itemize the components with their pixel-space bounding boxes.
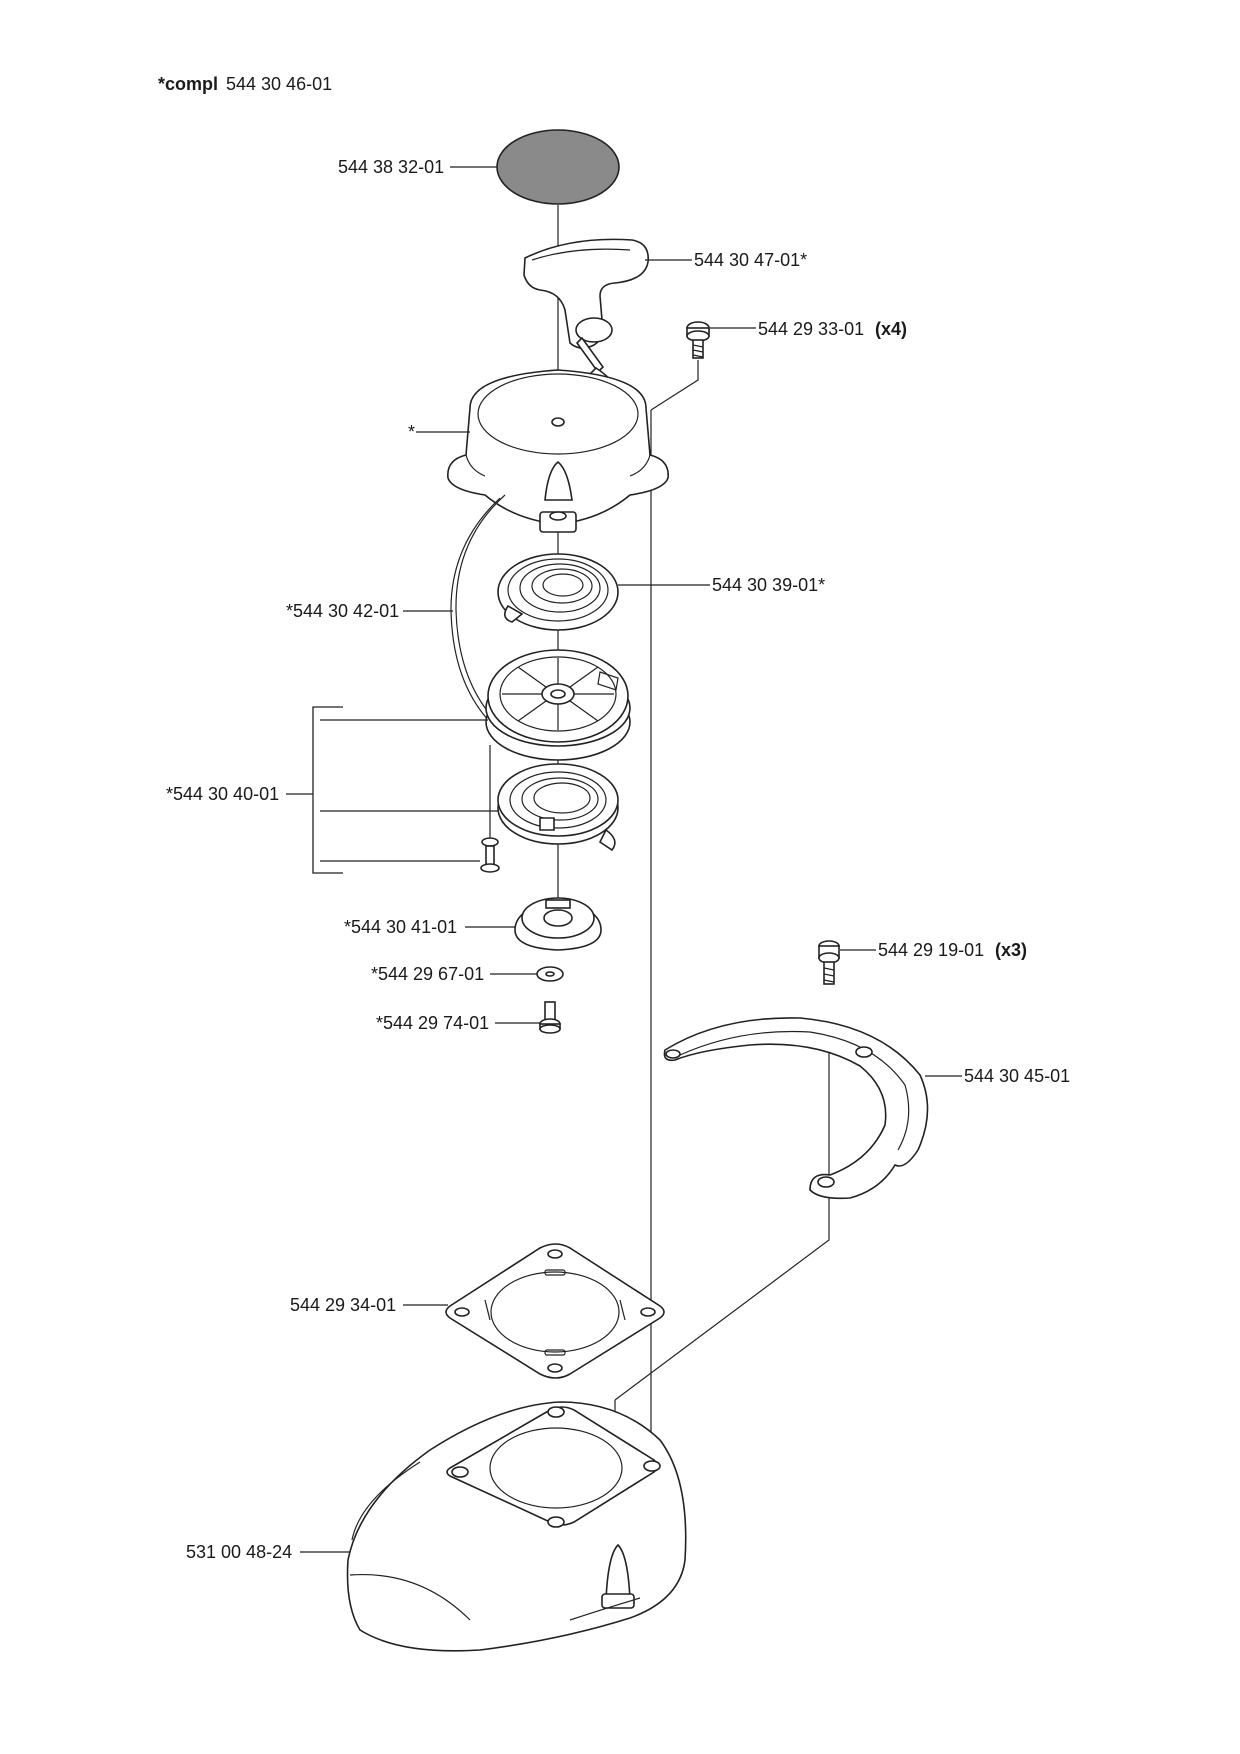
screw-right-label: 544 29 19-01	[878, 940, 984, 960]
screw-right-part	[818, 940, 840, 985]
screw-top-part	[686, 321, 710, 359]
rope-label: *544 30 42-01	[286, 601, 399, 621]
cover-part	[346, 1401, 687, 1652]
right-axis-top-bend	[650, 360, 699, 411]
lower-spring-part	[497, 763, 619, 852]
bracket-label: 544 30 45-01	[964, 1066, 1070, 1086]
cap-disc-label: 544 38 32-01	[338, 157, 444, 177]
housing-label: *	[408, 422, 415, 442]
handle-label: 544 30 47-01*	[694, 250, 807, 270]
screw-top-label: 544 29 33-01	[758, 319, 864, 339]
upper-spring-label: 544 30 39-01*	[712, 575, 825, 595]
hub-label: *544 30 41-01	[344, 917, 457, 937]
bracket-part	[663, 1017, 929, 1200]
starter-housing-part	[447, 369, 669, 533]
compl-label: *compl	[158, 74, 218, 94]
kit-bracket	[312, 706, 343, 874]
washer-part	[536, 966, 564, 982]
center-screw-label: *544 29 74-01	[376, 1013, 489, 1033]
rope-part-inner	[450, 497, 501, 723]
kit-screw-part	[480, 837, 500, 873]
pulley-part	[485, 649, 631, 761]
compl-number: 544 30 46-01	[226, 74, 332, 94]
screw-right-qty: (x3)	[995, 940, 1027, 960]
screw-top-qty: (x4)	[875, 319, 907, 339]
gasket-part	[445, 1243, 665, 1379]
gasket-label: 544 29 34-01	[290, 1295, 396, 1315]
hub-part	[514, 897, 602, 951]
rope-part	[455, 494, 506, 721]
cap-disc-part	[496, 129, 620, 205]
kit-label: *544 30 40-01	[166, 784, 279, 804]
bracket-axis	[614, 1040, 830, 1401]
cover-label: 531 00 48-24	[186, 1542, 292, 1562]
center-screw-part	[539, 1001, 561, 1034]
washer-label: *544 29 67-01	[371, 964, 484, 984]
upper-spring-part	[497, 553, 619, 631]
